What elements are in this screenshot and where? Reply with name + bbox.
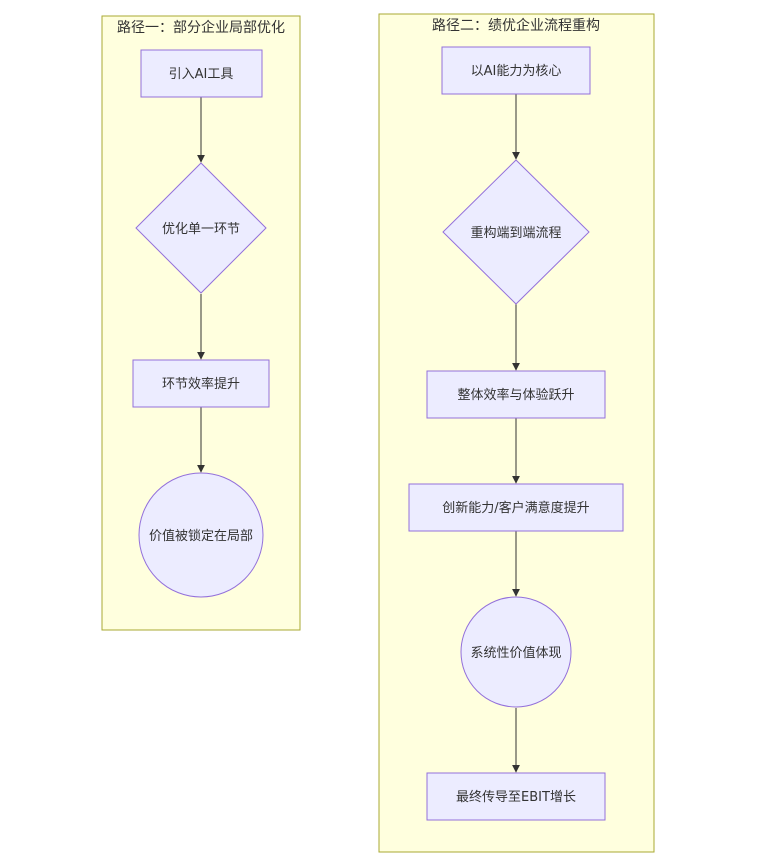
node-label: 引入AI工具	[169, 67, 234, 82]
cluster-right-title: 路径二：绩优企业流程重构	[432, 17, 600, 34]
node-overall-efficiency-leap: 整体效率与体验跃升	[426, 370, 606, 419]
node-rebuild-end-to-end: 重构端到端流程	[442, 159, 590, 305]
edges	[197, 94, 520, 773]
node-ebit-growth: 最终传导至EBIT增长	[426, 772, 606, 821]
node-label: 创新能力/客户满意度提升	[442, 500, 589, 516]
node-innovation-satisfaction: 创新能力/客户满意度提升	[408, 483, 624, 532]
node-label: 最终传导至EBIT增长	[456, 789, 576, 805]
node-label: 整体效率与体验跃升	[457, 387, 574, 403]
cluster-left-title: 路径一：部分企业局部优化	[117, 19, 285, 36]
node-optimize-single-step: 优化单一环节	[135, 162, 267, 294]
node-label: 系统性价值体现	[470, 645, 561, 661]
node-label: 环节效率提升	[162, 376, 240, 392]
node-label: 优化单一环节	[162, 222, 240, 237]
node-label: 重构端到端流程	[470, 225, 561, 241]
node-value-locked-locally: 价值被锁定在局部	[138, 472, 264, 598]
node-step-efficiency-gain: 环节效率提升	[132, 359, 270, 408]
node-ai-core: 以AI能力为核心	[441, 46, 591, 95]
node-label: 以AI能力为核心	[471, 64, 562, 79]
node-ai-tool-intro: 引入AI工具	[140, 49, 263, 98]
node-systemic-value: 系统性价值体现	[460, 596, 572, 708]
node-label: 价值被锁定在局部	[149, 528, 253, 544]
